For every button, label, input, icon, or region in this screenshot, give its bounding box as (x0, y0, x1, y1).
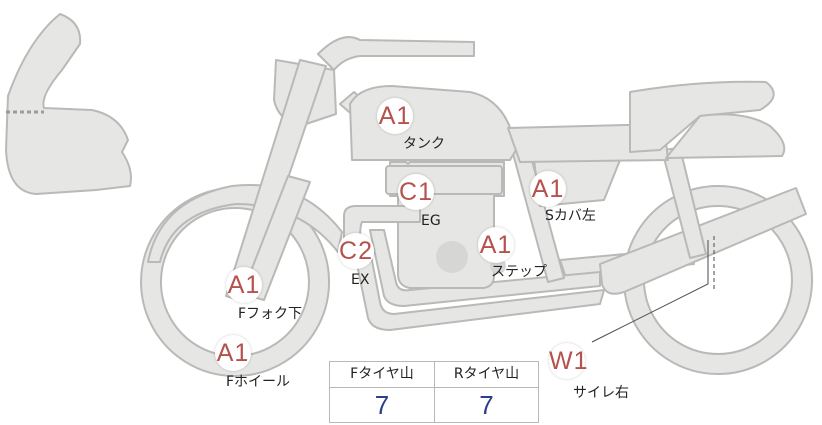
label-front-wheel: Fホイール (226, 374, 291, 390)
tire-tread-table: Fタイヤ山 Rタイヤ山 7 7 (329, 361, 539, 423)
rear-wheel (623, 185, 813, 375)
front-tire-header: Fタイヤ山 (330, 362, 435, 388)
muffler-leader-line (591, 240, 709, 343)
marker-exhaust[interactable]: C2 (338, 233, 374, 269)
label-step: ステップ (491, 264, 547, 280)
handlebar (317, 36, 475, 71)
marker-engine[interactable]: C1 (398, 174, 434, 210)
fork-lower (241, 175, 311, 301)
rear-tire-value: 7 (479, 390, 494, 420)
rear-tire-header: Rタイヤ山 (435, 362, 538, 388)
marker-step[interactable]: A1 (478, 227, 514, 263)
label-side-cover-left: Sカバ左 (545, 208, 596, 224)
label-front-fork-lower: Fフォク下 (238, 306, 303, 322)
engine-cover-circle (436, 241, 468, 273)
marker-tank[interactable]: A1 (377, 98, 413, 134)
seat-base (507, 123, 669, 163)
marker-side-cover-left[interactable]: A1 (530, 171, 566, 207)
windscreen-shape (5, 13, 132, 195)
marker-silencer-right[interactable]: W1 (549, 343, 588, 379)
seat (629, 80, 775, 153)
marker-front-wheel[interactable]: A1 (215, 335, 251, 371)
marker-front-fork-lower[interactable]: A1 (226, 267, 262, 303)
label-exhaust: EX (351, 272, 370, 288)
label-silencer-right: サイレ右 (573, 385, 629, 401)
label-engine: EG (421, 213, 441, 229)
tail-cowl (665, 113, 786, 159)
label-tank: タンク (403, 136, 445, 152)
front-tire-value: 7 (330, 388, 435, 422)
